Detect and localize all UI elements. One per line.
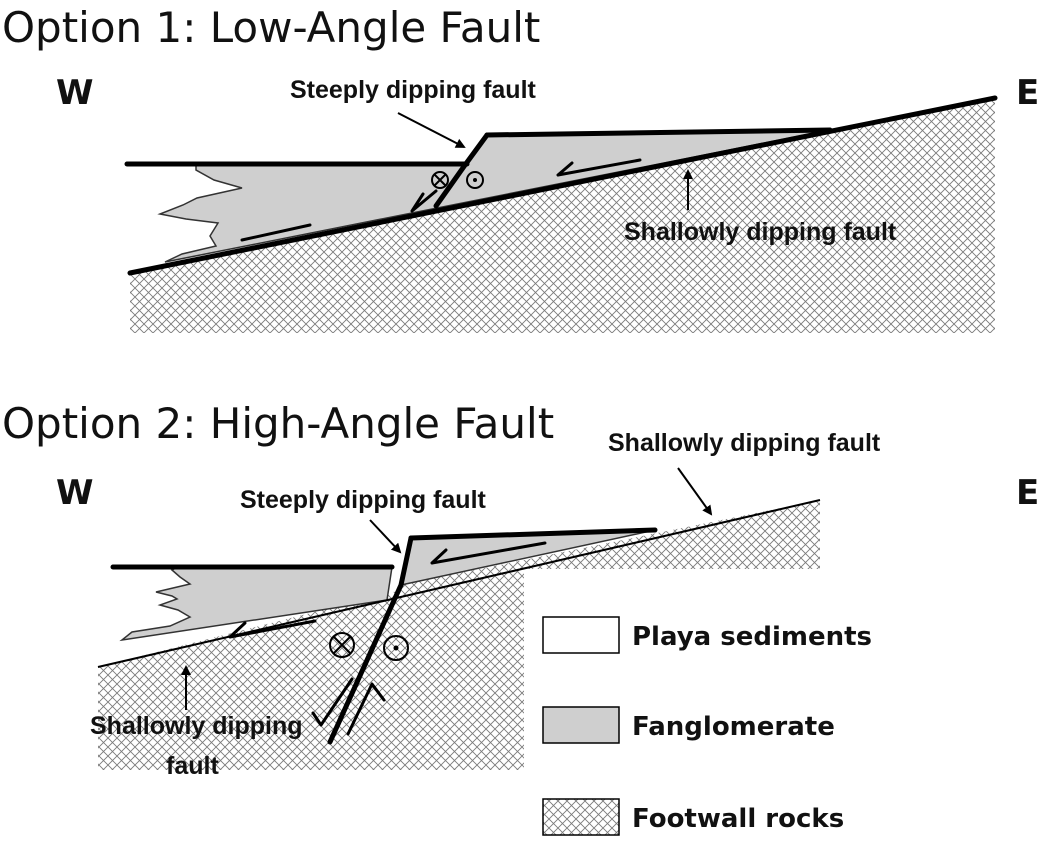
option2-shallow-fault-bottom-label-line2: fault: [166, 752, 219, 780]
option1-slip-arrow-left: [240, 223, 312, 242]
option1-steep-fault: [433, 132, 490, 209]
option2-footwall: [98, 500, 820, 770]
option2-steep-fault-label: Steeply dipping fault: [240, 486, 487, 514]
option1-title: Option 1: Low-Angle Fault: [2, 3, 540, 52]
option1-slip-arrow-fault: [410, 189, 438, 213]
option1-east-label: E: [1016, 73, 1039, 113]
legend-item-playa-sediments: Playa sediments: [542, 616, 872, 654]
legend-label-fanglomerate: Fanglomerate: [632, 712, 835, 742]
option2-slip-arrow-upper: [430, 541, 547, 565]
option2-shallow-fault-top-label: Shallowly dipping fault: [608, 429, 881, 457]
option1-hanging-wall-top: [484, 127, 833, 138]
option1-out-of-page-symbol: [466, 171, 484, 189]
option1-into-page-symbol: [431, 171, 449, 189]
option1-shallow-fault-label: Shallowly dipping fault: [624, 218, 897, 246]
option2-west-label: W: [56, 473, 94, 513]
legend-item-footwall-rocks: Footwall rocks: [542, 798, 844, 836]
option2-shallow-fault-bottom-label-line1: Shallowly dipping: [90, 712, 303, 740]
option1-steep-fault-label: Steeply dipping fault: [290, 76, 537, 104]
option2-shallow-fault-top-arrow: [677, 467, 713, 516]
legend-swatch-fanglomerate: [542, 706, 620, 744]
legend: Playa sediments Fanglomerate Footwall ro…: [542, 616, 872, 836]
option1-slip-arrow-right: [556, 158, 642, 177]
option2-slip-arrow-fault-right: [346, 682, 386, 736]
option2-slip-arrow-lower: [228, 619, 317, 639]
legend-swatch-playa: [542, 616, 620, 654]
option2-slip-arrow-fault-left: [311, 677, 354, 727]
legend-label-footwall: Footwall rocks: [632, 804, 844, 834]
option2-out-of-page-symbol: [383, 635, 409, 661]
option1-footwall: [130, 98, 995, 333]
option2-hanging-wall-top: [408, 527, 658, 541]
option2-steep-fault-arrow: [369, 519, 402, 554]
option2-east-label: E: [1016, 473, 1039, 513]
option2-title: Option 2: High-Angle Fault: [2, 399, 554, 448]
option1-west-label: W: [56, 73, 94, 113]
legend-label-playa: Playa sediments: [632, 622, 872, 652]
option1-steep-fault-arrow: [397, 112, 466, 148]
option1-shallow-fault: [127, 95, 998, 276]
legend-item-fanglomerate: Fanglomerate: [542, 706, 835, 744]
option2-shallow-fault: [97, 499, 821, 668]
option2-into-page-symbol: [329, 632, 355, 658]
option2-steep-fault: [327, 535, 414, 745]
legend-swatch-footwall: [542, 798, 620, 836]
option2-fanglomerate-lower: [119, 566, 393, 642]
